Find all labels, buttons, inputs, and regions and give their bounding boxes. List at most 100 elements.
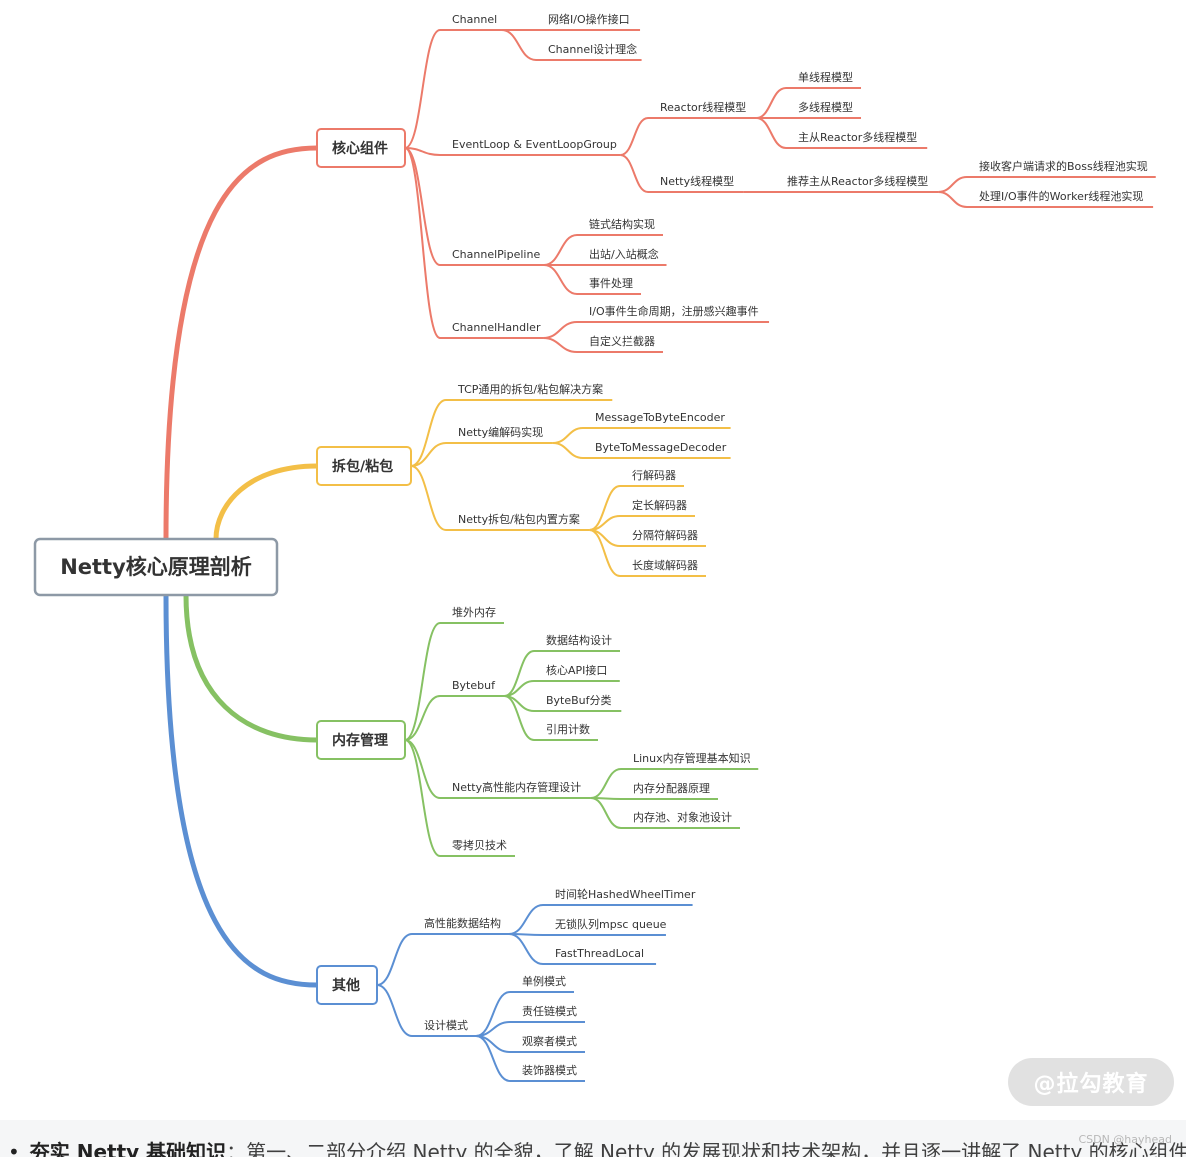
connector-line (475, 1035, 511, 1082)
lagou-watermark: @拉勾教育 (1008, 1058, 1174, 1106)
mindmap-diagram: 核心组件 Channel 网络I/O操作接口 Channel设计理念 EventLoop… (33, 12, 1156, 1082)
mindmap-node: Netty线程模型 (660, 174, 734, 188)
connector-line (508, 904, 544, 935)
mindmap-node: 内存池、对象池设计 (633, 810, 732, 824)
connector-line (404, 695, 441, 741)
mindmap-node: 观察者模式 (522, 1034, 577, 1048)
connector-line (376, 984, 413, 1037)
mindmap-node: 责任链模式 (522, 1004, 577, 1018)
branch-label: 拆包/粘包 (332, 458, 393, 475)
connector-line (552, 442, 584, 459)
mindmap-node: 网络I/O操作接口 (548, 12, 630, 26)
mindmap-node: 链式结构实现 (589, 217, 655, 231)
mindmap-node: 数据结构设计 (546, 633, 612, 647)
connector-line (543, 264, 578, 295)
mindmap-node: ByteToMessageDecoder (595, 441, 727, 454)
mindmap-node: 定长解码器 (632, 498, 687, 512)
connector-line (756, 87, 787, 119)
mindmap-node: 堆外内存 (452, 605, 496, 619)
branch-box (316, 965, 378, 1005)
mindmap-node: FastThreadLocal (555, 947, 644, 960)
root-node-label: Netty核心原理剖析 (60, 555, 252, 579)
connector-line (508, 933, 544, 965)
mindmap-node: 长度域解码器 (632, 558, 698, 572)
article-text-bar: • 夯实 Netty 基础知识：第一、二部分介绍 Netty 的全貌，了解 Net… (0, 1120, 1186, 1157)
branch-label: 核心组件 (332, 140, 388, 157)
connector-line (410, 399, 447, 467)
mindmap-node: Channel设计理念 (548, 42, 637, 56)
mindmap-node: Reactor线程模型 (660, 100, 746, 114)
mindmap-canvas: 核心组件 Channel 网络I/O操作接口 Channel设计理念 EventLoop… (33, 12, 1156, 1082)
mindmap-node: 单例模式 (522, 974, 566, 988)
connector-line (620, 117, 649, 156)
article-bullet: • 夯实 Netty 基础知识：第一、二部分介绍 Netty 的全貌，了解 Net… (8, 1136, 1186, 1157)
mindmap-node: 设计模式 (424, 1019, 468, 1032)
connector-line (501, 29, 537, 61)
connector-line (404, 147, 441, 339)
connector-line (543, 234, 578, 266)
connector-line (620, 154, 649, 193)
connector-line (404, 147, 441, 156)
mindmap-node: 核心API接口 (546, 663, 607, 677)
mindmap-node: 装饰器模式 (522, 1063, 577, 1077)
connector-line (590, 797, 622, 829)
mindmap-node: 主从Reactor多线程模型 (798, 130, 917, 144)
connector-line (404, 29, 441, 149)
mindmap-node: EventLoop & EventLoopGroup (452, 138, 617, 151)
mindmap-node: 自定义拦截器 (589, 334, 655, 348)
connector-line (938, 176, 968, 193)
mindmap-node: Bytebuf (452, 679, 496, 692)
nodes-layer: 核心组件 Channel 网络I/O操作接口 Channel设计理念 EventLoop… (33, 12, 1156, 1082)
mindmap-node: 行解码器 (632, 468, 676, 482)
trunk-line (163, 145, 320, 542)
mindmap-node: 接收客户端请求的Boss线程池实现 (979, 159, 1148, 173)
branch-box (316, 720, 406, 760)
mindmap-node: 出站/入站概念 (589, 247, 659, 261)
mindmap-node: TCP通用的拆包/粘包解决方案 (457, 382, 603, 396)
mindmap-node: 处理I/O事件的Worker线程池实现 (979, 189, 1143, 203)
mindmap-node: 内存分配器原理 (633, 781, 710, 795)
mindmap-node: Netty拆包/粘包内置方案 (458, 512, 580, 526)
connector-line (543, 337, 578, 353)
connector-line (589, 529, 621, 577)
connector-line (756, 117, 787, 149)
mindmap-node: Linux内存管理基本知识 (633, 751, 751, 765)
connector-line (404, 622, 441, 741)
bullet-rest-text: ：第一、二部分介绍 Netty 的全貌，了解 Netty 的发展现状和技术架构，… (226, 1140, 1186, 1157)
mindmap-node: 推荐主从Reactor多线程模型 (787, 174, 928, 188)
connector-line (503, 695, 535, 741)
connector-line (590, 768, 622, 799)
connector-line (376, 933, 413, 986)
trunk-line (213, 463, 320, 542)
mindmap-node: 无锁队列mpsc queue (555, 917, 667, 931)
branch-label: 内存管理 (332, 732, 388, 749)
mindmap-node: MessageToByteEncoder (595, 411, 725, 424)
branch-connectors (163, 29, 968, 1082)
connector-line (404, 739, 441, 857)
mindmap-node: ChannelPipeline (452, 248, 540, 261)
connector-line (543, 321, 578, 339)
mindmap-node: 时间轮HashedWheelTimer (555, 887, 696, 901)
mindmap-node: ChannelHandler (452, 321, 541, 334)
mindmap-node: Netty编解码实现 (458, 425, 543, 439)
trunk-line (163, 592, 320, 988)
connector-line (552, 427, 584, 444)
bullet-dot-icon: • (8, 1140, 20, 1157)
connector-line (410, 442, 447, 467)
watermark-text: @拉勾教育 (1033, 1072, 1149, 1097)
mindmap-node: I/O事件生命周期，注册感兴趣事件 (589, 304, 759, 318)
branch-box (316, 128, 406, 168)
trunk-line (183, 592, 320, 743)
connector-line (410, 465, 447, 531)
mindmap-node: 分隔符解码器 (632, 528, 698, 542)
mindmap-node: Netty高性能内存管理设计 (452, 780, 581, 794)
connector-line (938, 191, 968, 208)
bullet-bold-text: 夯实 Netty 基础知识 (29, 1140, 227, 1157)
branch-label: 其他 (332, 977, 360, 994)
mindmap-node: 引用计数 (546, 722, 590, 736)
branch-box (316, 446, 412, 486)
mindmap-node: 多线程模型 (798, 100, 853, 114)
mindmap-node: 零拷贝技术 (452, 838, 507, 852)
mindmap-node: 高性能数据结构 (424, 916, 501, 930)
mindmap-node: Channel (452, 13, 497, 26)
